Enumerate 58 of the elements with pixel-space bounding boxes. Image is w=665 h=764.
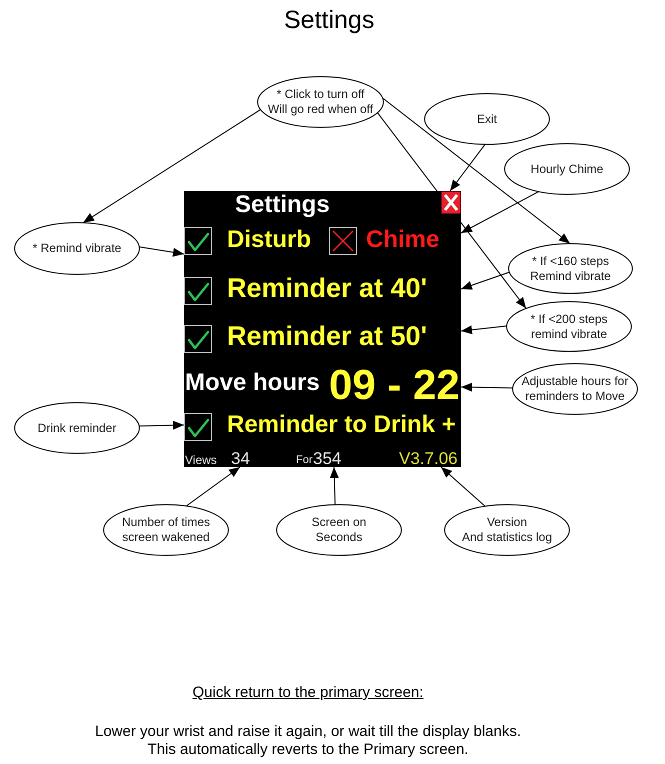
callout-ellipse [512,363,638,415]
checked-checkbox-icon [184,227,212,255]
setting-label: Chime [366,228,440,252]
leader-arrow [460,382,514,392]
leader-arrow [186,466,240,506]
close-icon [441,191,461,214]
callout-text: Adjustable hours for reminders to Move [522,374,628,404]
callout-ellipse [276,504,402,556]
note-heading: Quick return to the primary screen: [192,685,424,700]
callout-ellipse [14,222,140,275]
callout-text: Screen on Seconds [312,515,366,545]
hours-value: 09 - 22 [329,364,460,406]
leader-arrow [382,98,570,244]
callout-text: Hourly Chime [530,162,604,176]
setting-label: Reminder at 40' [227,275,427,302]
setting-label: Reminder at 50' [227,323,427,350]
callout-ellipse [103,504,229,556]
watch-screen [184,191,461,467]
leader-arrow [82,109,261,224]
counter-value: 34 [231,450,250,467]
screen-title: Settings [235,193,330,217]
callout-text: * Click to turn off Will go red when off [268,87,374,117]
setting-label: Move hours [185,371,320,395]
counter-label: Views [185,454,217,466]
callout-text: * If <160 steps Remind vibrate [530,254,611,284]
checked-checkbox-icon [184,413,212,441]
callout-text: * Remind vibrate [32,241,122,256]
version-text: V3.7.06 [399,450,458,467]
leader-arrow [460,272,510,290]
checked-checkbox-icon [184,277,212,305]
checked-checkbox-icon [184,325,212,353]
callout-ellipse [424,93,550,145]
crossed-checkbox-icon [329,227,357,255]
callout-text: Version And statistics log [462,515,552,545]
callout-ellipse [506,301,632,352]
counter-value: 354 [313,450,342,467]
callout-ellipse [508,243,633,294]
note-text: Lower your wrist and raise it again, or wait till the display blanks. This automatically reverts to the Primary screen. [95,723,522,759]
callout-ellipse [14,402,140,454]
setting-label: Disturb [227,228,311,252]
leader-arrow [440,466,486,507]
leader-arrow [450,144,486,192]
setting-label: Reminder to Drink + [227,413,456,437]
page-title: Settings [284,8,374,33]
leader-arrow [460,191,540,234]
counter-label: For [296,455,312,466]
leader-arrow [377,112,527,309]
leader-arrow [460,325,508,334]
leader-arrow [330,466,339,506]
callout-ellipse [257,76,384,128]
callout-text: Drink reminder [38,420,116,436]
callout-text: * If <200 steps remind vibrate [530,312,608,342]
leader-arrow [138,246,184,257]
callout-ellipse [444,504,570,556]
callout-text: Number of times screen wakened [122,515,210,545]
callout-ellipse [504,143,630,195]
callout-text: Exit [476,112,497,126]
leader-arrow [138,420,184,430]
